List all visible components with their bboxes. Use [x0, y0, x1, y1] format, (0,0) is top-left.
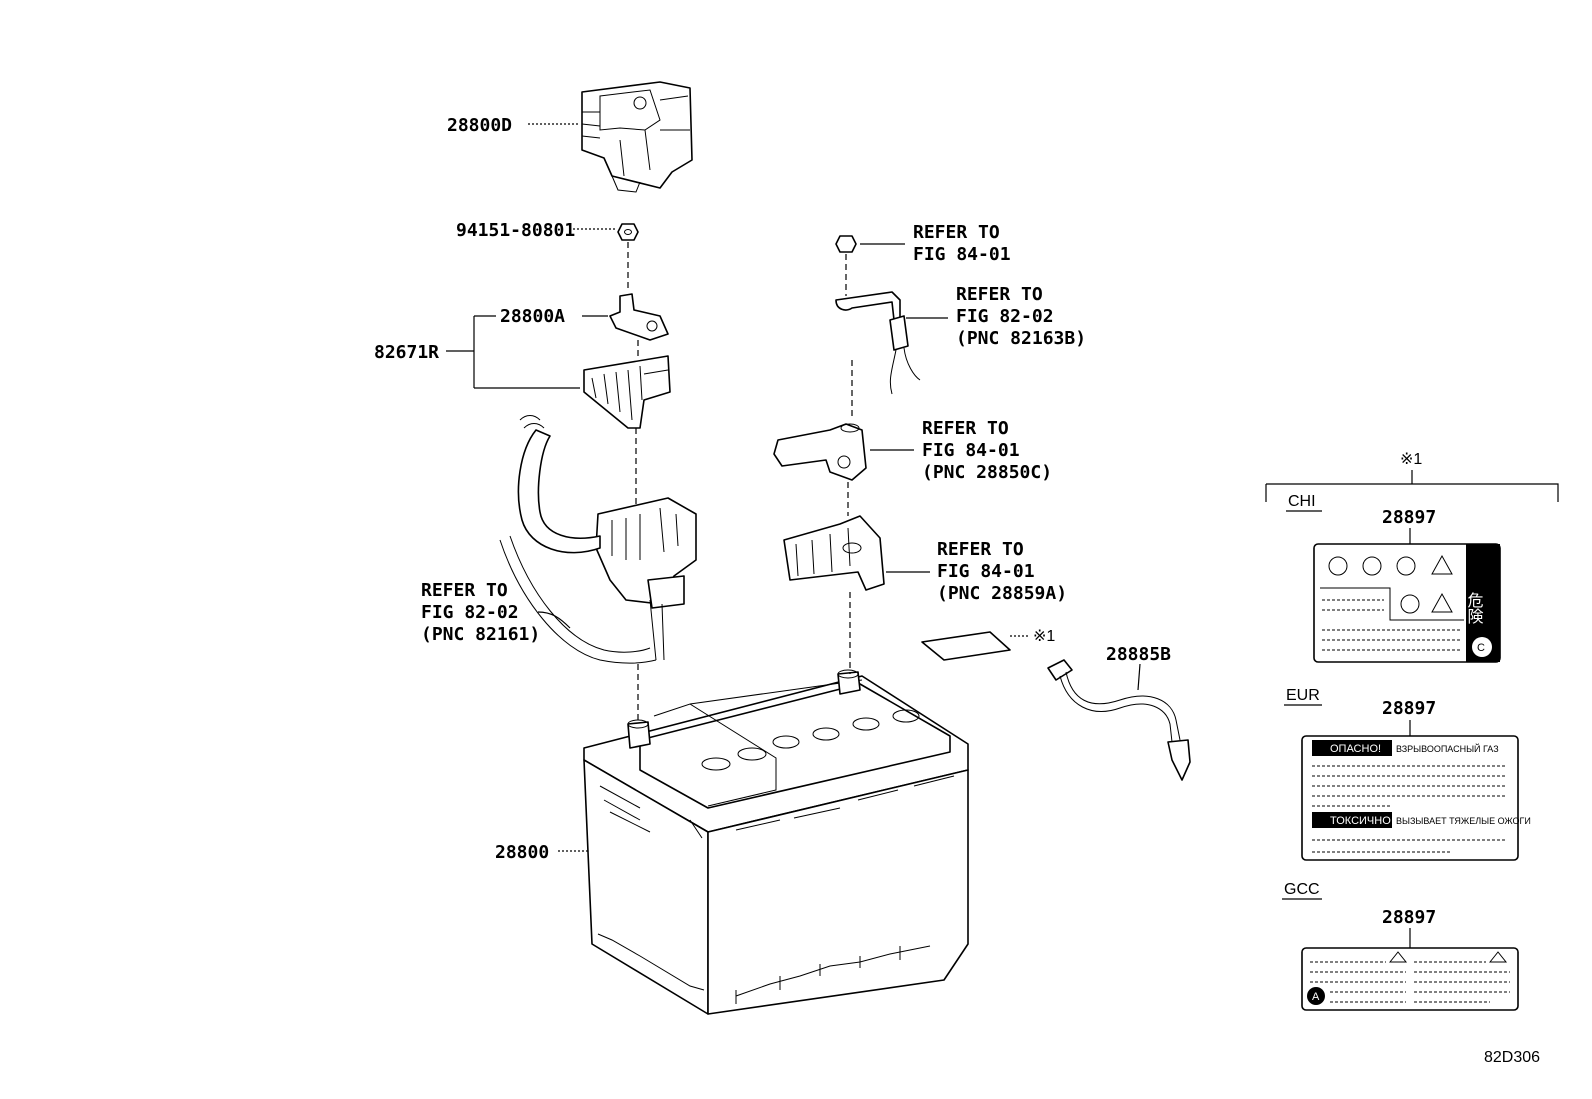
label-28800D: 28800D — [447, 115, 512, 136]
battery-part — [583, 669, 969, 1015]
eur-line1-tail: ВЗРЫВООПАСНЫЙ ГАЗ — [1396, 743, 1499, 754]
negative-cable-part — [499, 415, 697, 664]
label-28885B: 28885B — [1106, 644, 1171, 665]
gcc-badge: A — [1312, 991, 1320, 1003]
refer-pos-cable-line1: REFER TO — [956, 284, 1043, 305]
label-28800: 28800 — [495, 842, 549, 863]
legend-part-gcc: 28897 — [1382, 907, 1436, 928]
chi-badge: C — [1477, 642, 1485, 654]
positive-cover-part — [783, 515, 885, 591]
refer-neg-cable-line2: FIG 82-02 — [421, 602, 519, 623]
positive-cable-part — [835, 291, 921, 395]
note-ref-label: ※1 — [1033, 628, 1055, 645]
chi-danger-text: 危険 — [1465, 592, 1484, 624]
label-82671R: 82671R — [374, 342, 439, 363]
terminal-clamp-part — [609, 293, 669, 341]
refer-terminal-line3: (PNC 28850C) — [922, 462, 1052, 483]
refer-nut-top-line2: FIG 84-01 — [913, 244, 1011, 265]
label-94151-80801: 94151-80801 — [456, 220, 575, 241]
gcc-warning-sticker: A — [1301, 947, 1519, 1011]
refer-terminal-line1: REFER TO — [922, 418, 1009, 439]
eur-line1: ОПАСНО! — [1330, 743, 1381, 755]
legend-header: ※1 — [1400, 451, 1422, 468]
positive-terminal-part — [773, 423, 867, 481]
refer-cover-line1: REFER TO — [937, 539, 1024, 560]
legend-part-eur: 28897 — [1382, 698, 1436, 719]
eur-line2-tail: ВЫЗЫВАЕТ ТЯЖЕЛЫЕ ОЖОГИ — [1396, 816, 1531, 826]
refer-pos-cable-line2: FIG 82-02 — [956, 306, 1054, 327]
refer-pos-cable-line3: (PNC 82163B) — [956, 328, 1086, 349]
refer-nut-top-line1: REFER TO — [913, 222, 1000, 243]
legend-part-chi: 28897 — [1382, 507, 1436, 528]
legend-region-eur: EUR — [1286, 687, 1320, 704]
refer-cover-line2: FIG 84-01 — [937, 561, 1035, 582]
battery-holder-part — [583, 355, 671, 429]
refer-terminal-line2: FIG 84-01 — [922, 440, 1020, 461]
warning-label-part — [921, 631, 1011, 661]
figure-code: 82D306 — [1484, 1049, 1540, 1066]
refer-cover-line3: (PNC 28859A) — [937, 583, 1067, 604]
eur-line2: ТОКСИЧНО — [1330, 815, 1391, 827]
refer-neg-cable-line1: REFER TO — [421, 580, 508, 601]
battery-terminal-cover-part — [581, 81, 693, 193]
nut-part — [617, 223, 639, 241]
legend-region-gcc: GCC — [1284, 881, 1320, 898]
refer-neg-cable-line3: (PNC 82161) — [421, 624, 540, 645]
eur-warning-sticker: ОПАСНО! ВЗРЫВООПАСНЫЙ ГАЗ ТОКСИЧНО ВЫЗЫВ… — [1301, 735, 1531, 861]
legend-region-chi: CHI — [1288, 493, 1316, 510]
region-label-legend: ※1 CHI 28897 危険 C EUR 28897 — [1265, 451, 1559, 1011]
vent-hose-part — [1047, 659, 1191, 781]
chi-warning-sticker: 危険 C — [1313, 543, 1501, 663]
positive-nut-part — [835, 235, 857, 253]
label-28800A: 28800A — [500, 306, 565, 327]
